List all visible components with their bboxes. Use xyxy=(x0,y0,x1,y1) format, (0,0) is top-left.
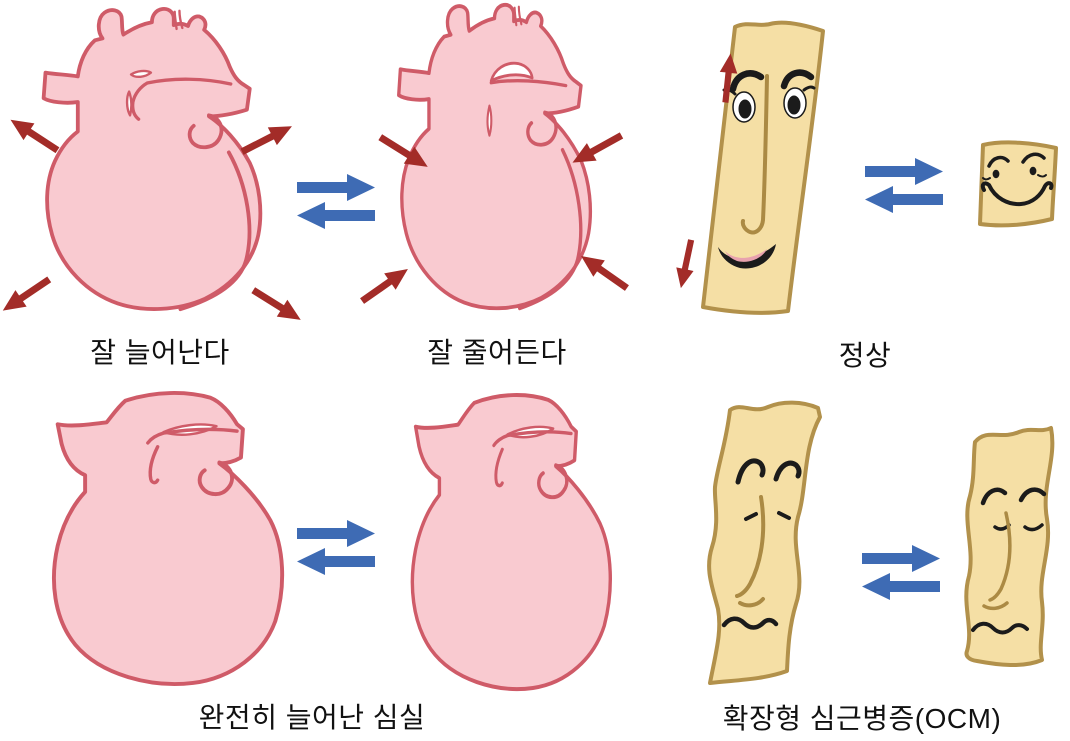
heart-fully-dilated-illustration xyxy=(51,391,285,686)
right-eyebrow xyxy=(773,460,802,482)
left-eyebrow xyxy=(980,487,1008,506)
left-eye xyxy=(744,512,758,521)
reversible-arrows-icon xyxy=(862,545,940,600)
reversible-arrows-icon xyxy=(297,174,375,229)
nose xyxy=(740,74,769,235)
right-eyebrow xyxy=(780,69,815,90)
red-arrow-outward-icon xyxy=(5,111,63,159)
sad-mouth xyxy=(721,616,779,630)
left-eyelash-icon xyxy=(982,177,991,181)
left-eyebrow xyxy=(987,155,1010,168)
right-eyebrow xyxy=(1018,487,1047,503)
left-eyebrow xyxy=(729,70,765,93)
muscle-band-relaxed-happy xyxy=(701,20,825,315)
right-eye xyxy=(1029,166,1037,176)
red-arrow-outward-icon xyxy=(0,271,55,319)
label-dilated-cardiomyopathy: 확장형 심근병증(OCM) xyxy=(722,703,1002,734)
panel-normal-heart-cycle xyxy=(0,2,633,329)
reversible-arrows-icon xyxy=(865,158,943,213)
label-contract-well: 잘 줄어든다 xyxy=(427,337,567,368)
panel-dilated-ventricle xyxy=(51,391,613,692)
panel-normal-muscle xyxy=(672,20,1058,315)
muscle-band-weak-contraction-sad xyxy=(964,426,1055,668)
smiling-mouth xyxy=(718,244,776,269)
label-stretch-well: 잘 늘어난다 xyxy=(90,337,230,368)
muscle-band-contracted-happy xyxy=(978,140,1058,228)
label-fully-dilated-ventricle: 완전히 늘어난 심실 xyxy=(198,702,426,733)
left-eyebrow xyxy=(735,458,766,485)
red-arrow-down-icon xyxy=(672,238,700,290)
right-eyebrow xyxy=(1021,152,1046,164)
nose xyxy=(735,495,766,598)
right-eyelash-icon xyxy=(802,85,816,92)
red-arrow-inward-icon xyxy=(356,260,414,310)
sad-mouth xyxy=(971,621,1029,635)
smiling-mouth xyxy=(980,181,1054,207)
nose xyxy=(988,511,1012,602)
panel-dcm-muscle xyxy=(707,400,1055,685)
heart-stretched-illustration xyxy=(41,6,263,312)
heart-contracted-illustration xyxy=(396,2,593,311)
muscle-band-flaccid-sad xyxy=(707,400,822,685)
heart-fully-dilated-illustration xyxy=(410,393,613,692)
right-eye xyxy=(777,511,791,520)
label-normal: 정상 xyxy=(838,340,892,371)
right-eyelash-icon xyxy=(1037,174,1047,178)
red-arrow-outward-icon xyxy=(247,281,307,329)
left-eye xyxy=(992,169,1000,179)
red-arrow-inward-icon xyxy=(575,247,633,297)
reversible-arrows-icon xyxy=(297,520,375,575)
right-eye xyxy=(1023,523,1044,532)
